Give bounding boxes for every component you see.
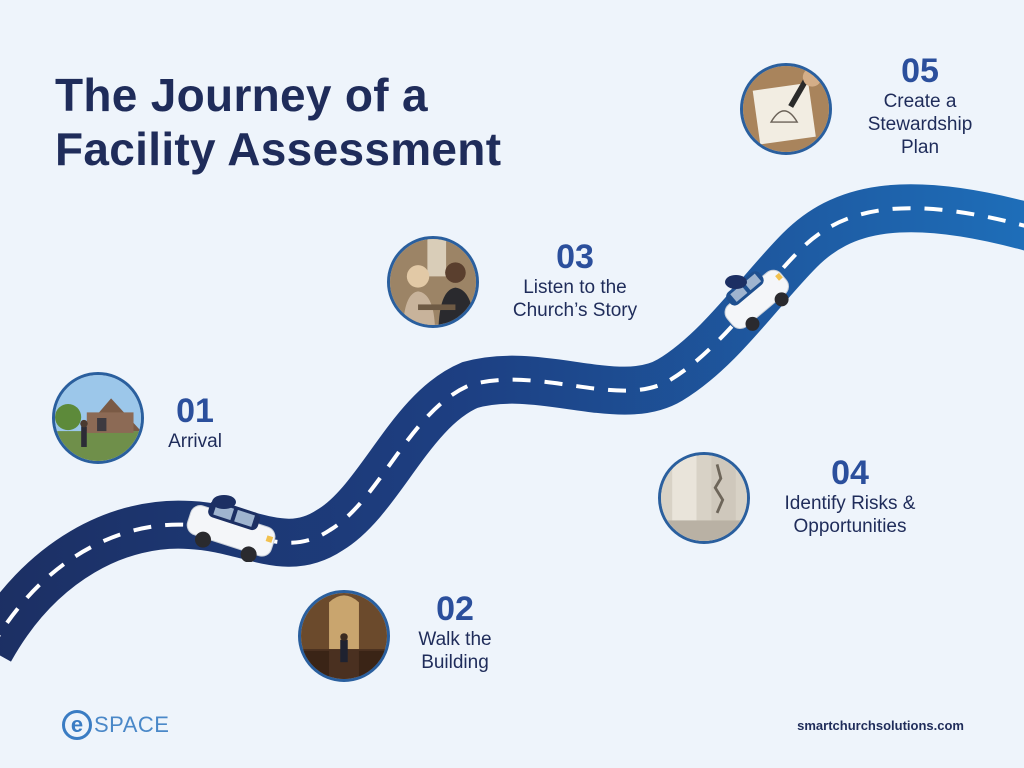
step-03: 03 Listen to the Church’s Story	[490, 238, 660, 322]
step-02-number: 02	[436, 590, 474, 628]
title-line-1: The Journey of a	[55, 69, 428, 121]
espace-logo: e SPACE	[62, 708, 169, 742]
step-01-label: Arrival	[168, 431, 222, 452]
logo-mark: e	[62, 710, 92, 740]
step-05-photo	[740, 63, 832, 155]
step-01-photo	[52, 372, 144, 464]
website-url[interactable]: smartchurchsolutions.com	[797, 718, 964, 733]
step-03-number: 03	[556, 238, 594, 276]
step-02-photo	[298, 590, 390, 682]
step-01: 01 Arrival	[150, 392, 240, 453]
step-03-photo	[387, 236, 479, 328]
step-03-label: Listen to the Church’s Story	[512, 277, 638, 321]
step-04: 04 Identify Risks & Opportunities	[760, 454, 940, 538]
step-02: 02 Walk the Building	[395, 590, 515, 674]
title-line-2: Facility Assessment	[55, 123, 502, 175]
step-04-label: Identify Risks & Opportunities	[784, 493, 916, 537]
step-02-label: Walk the Building	[418, 629, 492, 673]
step-04-number: 04	[831, 454, 869, 492]
step-05: 05 Create a Stewardship Plan	[855, 52, 985, 159]
logo-text: SPACE	[94, 712, 170, 737]
step-05-number: 05	[901, 52, 939, 90]
step-01-number: 01	[176, 392, 214, 430]
car-icon	[186, 495, 276, 562]
car-icon	[724, 269, 789, 331]
step-04-photo	[658, 452, 750, 544]
step-05-label: Create a Stewardship Plan	[867, 91, 973, 158]
page-title: The Journey of a Facility Assessment	[55, 68, 501, 176]
